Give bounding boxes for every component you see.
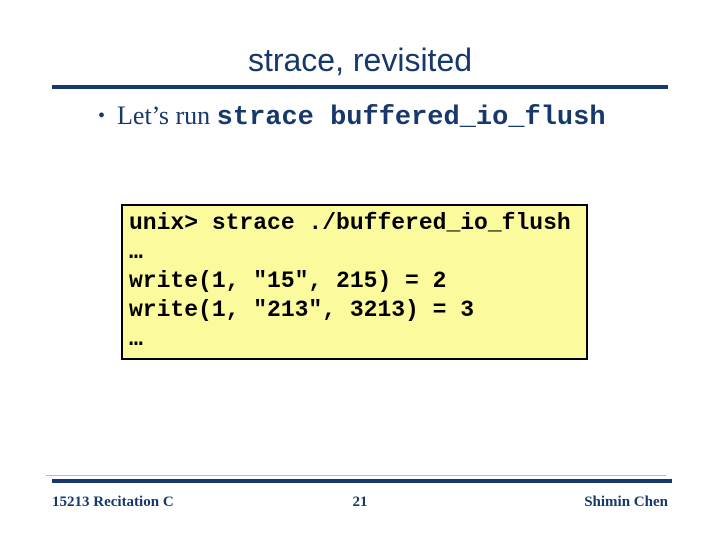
bullet-marker: • — [98, 105, 106, 127]
code-line-write-1: write(1, "15", 215) = 2 — [129, 268, 447, 294]
code-line-ellipsis-top: … — [129, 239, 143, 265]
code-box: unix> strace ./buffered_io_flush … write… — [121, 204, 588, 360]
bullet-lead-text: Let’s run — [117, 101, 217, 130]
code-line-ellipsis-bottom: … — [129, 326, 143, 352]
footer-author-label: Shimin Chen — [584, 494, 668, 510]
bullet-item: • Let’s run strace buffered_io_flush — [98, 101, 606, 133]
footer-thin-rule — [46, 475, 666, 476]
title-underline-rule — [52, 85, 668, 89]
bullet-command-text: strace buffered_io_flush — [216, 103, 606, 133]
footer-page-number: 21 — [352, 494, 368, 510]
footer-divider-rule — [52, 479, 672, 483]
code-line-write-2: write(1, "213", 3213) = 3 — [129, 297, 475, 323]
page-title: strace, revisited — [247, 42, 473, 78]
footer-course-label: 15213 Recitation C — [52, 494, 174, 510]
code-line-prompt: unix> strace ./buffered_io_flush — [129, 210, 571, 236]
